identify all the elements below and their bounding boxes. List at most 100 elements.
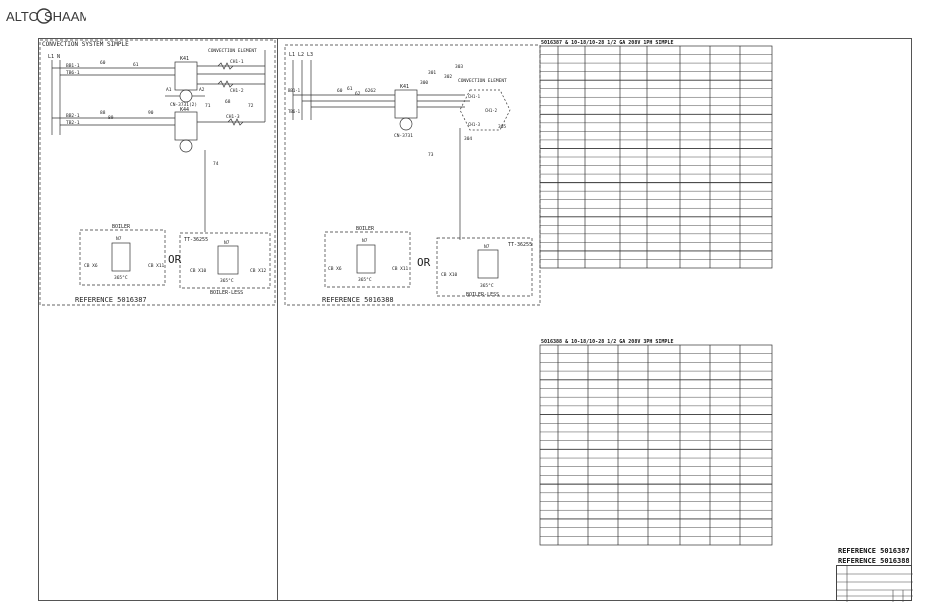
right-boilerless-temp: 365°C (480, 283, 494, 289)
boilerless-relay-left (217, 245, 239, 275)
left-boilerless-label: BOILER-LESS (210, 290, 243, 296)
left-wire-num-60: 60 (100, 60, 106, 66)
left-cb-x6: CB X6 (84, 263, 98, 269)
title-block-lines (837, 566, 913, 602)
left-boilerless-temp: 365°C (220, 278, 234, 284)
left-wire-label-1: BB1-1 (66, 63, 80, 69)
left-boiler-title: BOILER (112, 224, 131, 230)
left-k41-label: K41 (180, 56, 189, 62)
boiler-box-right (324, 231, 411, 288)
boiler-relay-left (111, 242, 131, 272)
left-wire-label-2: TB6-1 (66, 70, 80, 76)
left-wire-label-3: BB2-1 (66, 113, 80, 119)
left-element-ch1-2: CH1-2 (230, 88, 244, 94)
right-wire-num-73: 73 (428, 152, 434, 158)
left-schematic-title: CONVECTION SYSTEM SIMPLE (42, 41, 129, 48)
right-wire-label-2: TB6-1 (288, 109, 301, 114)
left-cb-x12: CB X12 (250, 268, 267, 274)
title-block-grid (836, 565, 913, 602)
right-wire-label-1: BB1-1 (288, 88, 301, 93)
top-table-grid (540, 46, 772, 268)
right-boilerless-label: BOILER-LESS (466, 292, 499, 298)
right-element-ch1-3: CH1-3 (468, 122, 481, 127)
right-wire-num-61: 61 (347, 86, 353, 92)
left-boilerless-n7: N7 (224, 240, 230, 246)
left-or-label: OR (168, 253, 182, 266)
left-element-ch1-1: CH1-1 (230, 59, 244, 65)
logo-graphic: ALTO SHAAM (6, 8, 86, 24)
left-wire-num-61: 61 (133, 62, 139, 68)
right-terminal-l1: L1 (289, 52, 295, 58)
left-reference: REFERENCE 5016387 (75, 296, 147, 304)
left-coil-part: CN-3731(2) (170, 102, 197, 108)
left-element-wire-68: 68 (225, 99, 231, 105)
left-k44-label: K44 (180, 107, 189, 113)
right-cb-x10: CB X10 (441, 272, 458, 278)
coil-k41-right (399, 117, 413, 131)
right-boilerless-title: TT-36255 (508, 242, 532, 248)
right-cb-x11: CB X11 (392, 266, 409, 272)
right-element-ch1-2: CH1-2 (485, 108, 498, 113)
right-or-label: OR (417, 256, 431, 269)
left-cb-x10: CB X10 (190, 268, 207, 274)
right-boiler-temp: 365°C (358, 277, 372, 283)
left-boilerless-title: TT-36255 (184, 237, 208, 243)
contactor-k44-left (174, 111, 198, 141)
right-terminal-l3: L3 (307, 52, 313, 58)
right-wire-num-6262: 6262 (365, 88, 376, 94)
left-schematic-frame (39, 39, 276, 306)
logo-text-left: ALTO (6, 9, 39, 24)
left-boiler-temp: 365°C (114, 275, 128, 281)
right-boiler-n7: N7 (362, 238, 368, 244)
coil-k44-left (179, 139, 193, 153)
left-terminal-l1: L1 (48, 54, 54, 60)
right-wire-num-301: 301 (428, 70, 436, 76)
bottom-table-title: 5016388 & 10-18/10-28 1/2 GA 208V 3PH SI… (541, 339, 674, 345)
right-wire-num-300: 300 (420, 80, 428, 86)
left-wire-num-89: 89 (108, 115, 114, 121)
boilerless-box-right (436, 237, 533, 297)
right-reference: REFERENCE 5016388 (322, 296, 394, 304)
left-element-ch1-3: CH1-3 (226, 114, 240, 120)
bottom-table-grid (540, 345, 772, 545)
left-boiler-n7: N7 (116, 236, 122, 242)
delta-element-right (459, 89, 511, 131)
right-boilerless-n7: N7 (484, 244, 490, 250)
heater-ch1-3-left (227, 118, 244, 126)
right-cb-x6: CB X6 (328, 266, 342, 272)
right-schematic-frame (284, 44, 541, 306)
drawing-sheet (38, 38, 912, 601)
boiler-relay-right (356, 244, 376, 274)
right-wire-num-302: 302 (444, 74, 452, 80)
reference-block: REFERENCE 5016387 REFERENCE 5016388 (838, 546, 910, 566)
logo-text-right: SHAAM (44, 9, 86, 24)
boilerless-relay-right (477, 249, 499, 279)
left-wire-num-72: 72 (248, 103, 254, 109)
right-wire-num-305: 305 (498, 124, 506, 130)
left-wire-label-4: TB2-1 (66, 120, 80, 126)
left-cb-x11: CB X11 (148, 263, 165, 269)
left-wire-num-71: 71 (205, 103, 211, 109)
top-table-title: 5016387 & 10-18/10-28 1/2 GA 208V 1PH SI… (541, 40, 674, 46)
right-k41-label: K41 (400, 84, 409, 90)
left-wire-num-88: 88 (100, 110, 106, 116)
right-wire-num-62: 62 (355, 91, 361, 97)
boiler-box-left (79, 229, 166, 286)
right-wire-num-60: 60 (337, 88, 343, 94)
coil-k41-left (179, 89, 193, 103)
contactor-k41-left (174, 61, 198, 91)
left-element-label: CONVECTION ELEMENT (208, 48, 257, 54)
bottom-table-frame (539, 344, 773, 546)
right-wire-num-303: 303 (455, 64, 463, 70)
right-element-label: CONVECTION ELEMENT (458, 78, 507, 84)
right-wire-num-304: 304 (464, 136, 472, 142)
right-boiler-title: BOILER (356, 226, 375, 232)
left-terminal-n: N (57, 54, 60, 60)
right-element-ch1-1: CH1-1 (468, 94, 481, 99)
contactor-k41-right (394, 89, 418, 119)
panel-divider (277, 38, 278, 601)
heater-ch1-1-left (217, 62, 234, 70)
boilerless-box-left (179, 232, 271, 289)
left-wire-num-74: 74 (213, 161, 219, 167)
